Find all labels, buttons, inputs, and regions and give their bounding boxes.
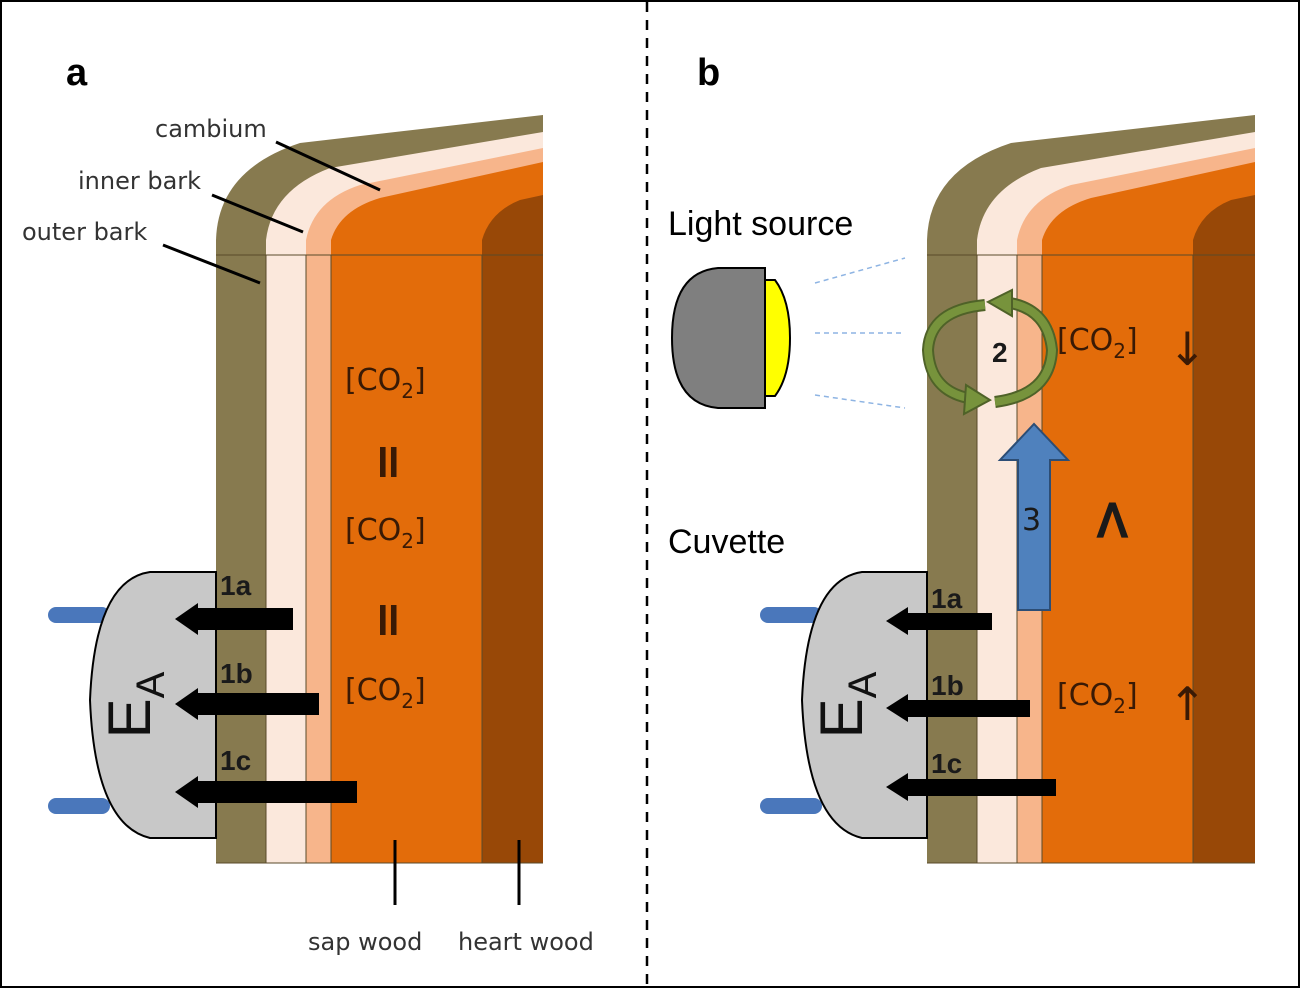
recycle-arrows: 2 bbox=[921, 288, 1059, 416]
light-source-label: Light source bbox=[668, 205, 853, 243]
pointer-outer-bark bbox=[162, 243, 261, 285]
transport-arrow: 3 bbox=[997, 422, 1071, 611]
lamp-body bbox=[670, 267, 766, 409]
pipe-top-a bbox=[48, 607, 110, 623]
sapwood-layer bbox=[331, 255, 482, 863]
efflux-arrows-a: 1a 1b 1c bbox=[175, 570, 357, 808]
flux-1c-label-b: 1c bbox=[931, 748, 962, 779]
arrow-up-symbol: ↑ bbox=[1168, 677, 1207, 731]
arrow-1c-head-b bbox=[886, 773, 908, 801]
heartwood-layer-b bbox=[1193, 255, 1255, 863]
outer-bark-layer bbox=[216, 255, 266, 863]
svg-text:[CO2]: [CO2] bbox=[1057, 323, 1138, 363]
cambium-layer bbox=[306, 255, 331, 863]
label-sapwood: sap wood bbox=[308, 928, 422, 956]
flux-1b-label: 1b bbox=[220, 658, 253, 689]
recycle-arrowhead-bottom bbox=[962, 383, 992, 416]
cuvette-body-a bbox=[88, 571, 217, 839]
inner-bark-layer-b bbox=[977, 255, 1017, 863]
flux-1a-label: 1a bbox=[220, 570, 252, 601]
pipe-bottom-b bbox=[760, 798, 822, 814]
flux-1c-label: 1c bbox=[220, 745, 251, 776]
svg-text:[CO2]: [CO2] bbox=[345, 513, 426, 553]
heartwood-top-b bbox=[1193, 195, 1255, 255]
co2-concentration-middle: [CO2] bbox=[345, 513, 426, 553]
pipe-bottom-a bbox=[48, 798, 110, 814]
flux-1a-label-b: 1a bbox=[931, 583, 963, 614]
arrow-1b-shaft-b bbox=[906, 700, 1030, 717]
equals-sign-2: = bbox=[361, 600, 417, 640]
heartwood-top bbox=[482, 195, 543, 255]
arrow-1c-shaft bbox=[195, 781, 357, 803]
panel-b: b Light source bbox=[668, 52, 1255, 864]
recycle-arrowhead-top bbox=[985, 288, 1013, 318]
cuvette-a: EA bbox=[48, 571, 217, 839]
label-heartwood: heart wood bbox=[458, 928, 594, 956]
equals-sign-1: = bbox=[361, 442, 417, 482]
pointer-cambium bbox=[275, 140, 381, 192]
pointer-inner-bark bbox=[211, 193, 304, 234]
arrow-1a-shaft-b bbox=[906, 613, 992, 630]
inner-bark-layer bbox=[266, 255, 306, 863]
flux-1b-label-b: 1b bbox=[931, 670, 964, 701]
efflux-label-a: EA bbox=[96, 671, 173, 738]
svg-text:[CO2]: [CO2] bbox=[345, 673, 426, 713]
co2-concentration-bottom: [CO2] bbox=[345, 673, 426, 713]
arrow-1c-head bbox=[175, 776, 198, 808]
co2-decrease-label: [CO2] ↓ bbox=[1057, 322, 1207, 376]
cuvette-b: EA bbox=[760, 571, 928, 839]
light-rays bbox=[814, 257, 906, 409]
arrow-1a-head-b bbox=[886, 607, 908, 635]
outer-bark-layer-b bbox=[927, 255, 977, 863]
co2-increase-label: [CO2] ↑ bbox=[1057, 677, 1207, 731]
panel-b-letter: b bbox=[697, 52, 720, 94]
co2-concentration-top: [CO2] bbox=[345, 363, 426, 403]
greater-sign: > bbox=[1079, 497, 1144, 544]
sapwood-layer-b bbox=[1042, 255, 1193, 863]
cuvette-label: Cuvette bbox=[668, 523, 785, 561]
efflux-arrows-b: 1a 1b 1c bbox=[886, 583, 1056, 801]
arrow-1b-head bbox=[175, 688, 198, 720]
flux-3-label: 3 bbox=[1022, 503, 1041, 538]
label-cambium: cambium bbox=[155, 115, 267, 143]
recycle-arrow-left bbox=[923, 301, 986, 402]
arrow-1a-head bbox=[175, 603, 198, 635]
flux-2-label: 2 bbox=[992, 337, 1008, 368]
arrow-1c-shaft-b bbox=[906, 779, 1056, 796]
svg-text:[CO2]: [CO2] bbox=[345, 363, 426, 403]
layer-separators bbox=[216, 254, 543, 864]
panel-a: a cambium inner bark outer bark sap w bbox=[22, 52, 594, 956]
heartwood-layer bbox=[482, 255, 543, 863]
cuvette-body-b bbox=[800, 571, 928, 839]
arrow-down-symbol: ↓ bbox=[1168, 322, 1207, 376]
panel-a-letter: a bbox=[66, 52, 88, 94]
svg-text:[CO2]: [CO2] bbox=[1057, 678, 1138, 718]
arrow-1a-shaft bbox=[195, 608, 293, 630]
efflux-label-b: EA bbox=[808, 671, 885, 738]
arrow-1b-shaft bbox=[195, 693, 319, 715]
label-inner-bark: inner bark bbox=[78, 167, 201, 195]
recycle-arrow-right bbox=[994, 299, 1057, 406]
light-source-lamp bbox=[670, 267, 792, 409]
transport-arrow-shape bbox=[997, 422, 1071, 611]
label-outer-bark: outer bark bbox=[22, 218, 147, 246]
arrow-1b-head-b bbox=[886, 694, 908, 722]
pipe-top-b bbox=[760, 607, 822, 623]
lamp-lens bbox=[764, 279, 792, 397]
